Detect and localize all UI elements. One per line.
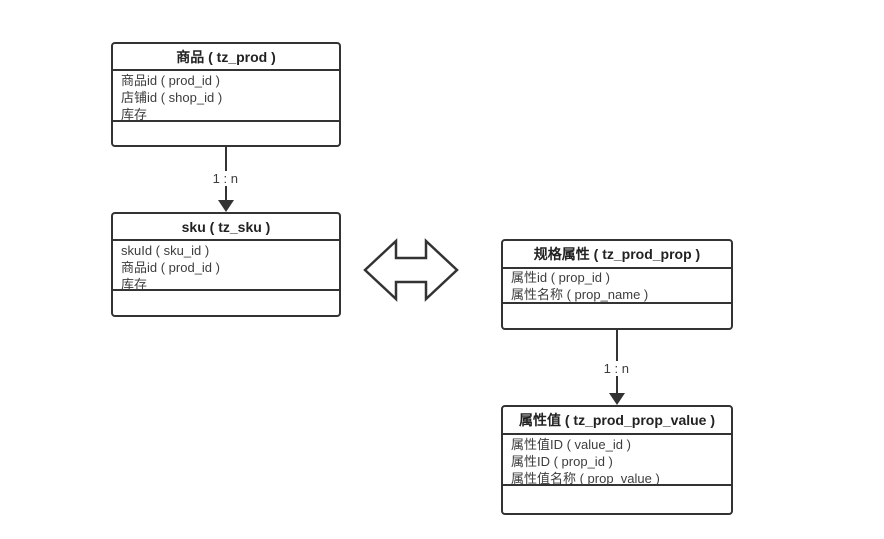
entity-empty-compartment <box>503 486 731 513</box>
entity-field: skuId ( sku_id ) <box>121 243 210 258</box>
entity-title: 属性值 ( tz_prod_prop_value ) <box>503 407 731 435</box>
double-arrow-icon <box>363 238 459 302</box>
entity-field: 属性值名称 ( prop_value ) <box>511 471 660 486</box>
relation-cardinality-label: 1 : n <box>208 171 242 186</box>
arrowhead-down-icon <box>609 393 625 405</box>
entity-title: 商品 ( tz_prod ) <box>113 44 339 71</box>
entity-field-list: skuId ( sku_id ) 商品id ( prod_id ) 库存 <box>113 241 339 292</box>
entity-field: 属性id ( prop_id ) <box>511 270 610 285</box>
entity-field: 属性名称 ( prop_name ) <box>511 287 649 302</box>
entity-empty-compartment <box>503 304 731 328</box>
entity-field-list: 属性值ID ( value_id ) 属性ID ( prop_id ) 属性值名… <box>503 435 731 486</box>
entity-field: 商品id ( prod_id ) <box>121 260 220 275</box>
entity-field: 库存 <box>121 107 148 122</box>
entity-field: 店铺id ( shop_id ) <box>121 90 223 105</box>
entity-field: 商品id ( prod_id ) <box>121 73 220 88</box>
entity-field: 库存 <box>121 277 148 292</box>
entity-prop-value: 属性值 ( tz_prod_prop_value ) 属性值ID ( value… <box>501 405 733 515</box>
relation-cardinality-label: 1 : n <box>599 361 633 376</box>
entity-prod: 商品 ( tz_prod ) 商品id ( prod_id ) 店铺id ( s… <box>111 42 341 147</box>
entity-field-list: 属性id ( prop_id ) 属性名称 ( prop_name ) <box>503 269 731 304</box>
entity-field-list: 商品id ( prod_id ) 店铺id ( shop_id ) 库存 <box>113 71 339 122</box>
entity-prop: 规格属性 ( tz_prod_prop ) 属性id ( prop_id ) 属… <box>501 239 733 330</box>
arrowhead-down-icon <box>218 200 234 212</box>
entity-title: sku ( tz_sku ) <box>113 214 339 241</box>
entity-field: 属性ID ( prop_id ) <box>511 454 613 469</box>
entity-sku: sku ( tz_sku ) skuId ( sku_id ) 商品id ( p… <box>111 212 341 317</box>
entity-title: 规格属性 ( tz_prod_prop ) <box>503 241 731 269</box>
entity-empty-compartment <box>113 291 339 315</box>
entity-empty-compartment <box>113 122 339 145</box>
entity-field: 属性值ID ( value_id ) <box>511 437 631 452</box>
